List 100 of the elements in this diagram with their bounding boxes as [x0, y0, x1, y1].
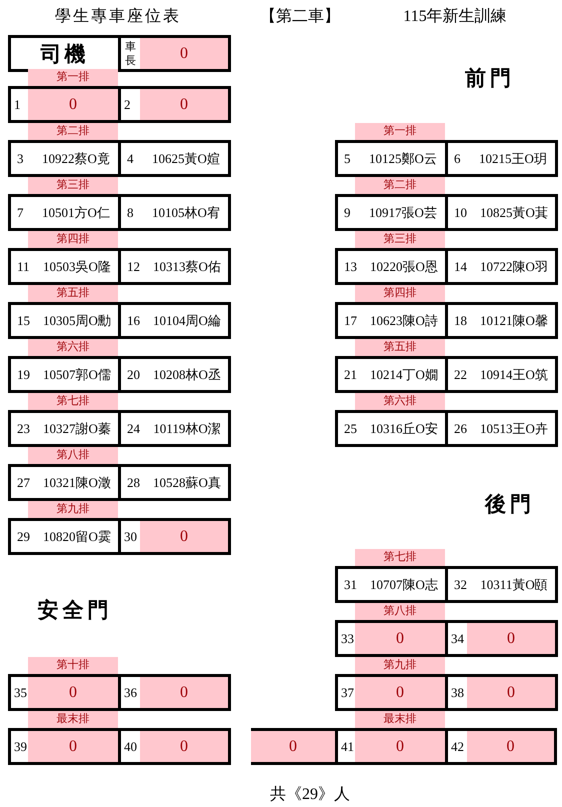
student-name: 10501方O仁: [41, 204, 111, 222]
seat-box: [445, 410, 558, 447]
row-label: 第四排: [28, 231, 118, 248]
seat-value: 0: [140, 89, 228, 120]
seat-number: 13: [344, 258, 357, 276]
seat-box: [8, 728, 121, 765]
seat-box: [8, 410, 121, 447]
seat-number: 38: [451, 684, 464, 702]
row-label: 第六排: [28, 339, 118, 356]
seat-number: 22: [454, 366, 467, 384]
student-name: 10922蔡O竟: [41, 150, 111, 168]
seat-box: [8, 140, 121, 177]
student-name: 10825黃O萁: [479, 204, 549, 222]
seat-box: [445, 674, 558, 711]
seat-value: 0: [467, 731, 554, 762]
student-name: 10105林O宥: [151, 204, 221, 222]
student-name: 10528蘇O真: [152, 474, 222, 492]
seat-box: [8, 674, 121, 711]
seat-box: [8, 464, 121, 501]
student-name: 10104周O綸: [152, 312, 222, 330]
seat-number: 29: [17, 528, 30, 546]
seat-box: [118, 674, 231, 711]
seat-box: [8, 356, 121, 393]
student-name: 10327謝O蓁: [42, 420, 112, 438]
seat-box: [335, 620, 448, 657]
row-label: 第二排: [28, 123, 118, 140]
seat-number: 42: [451, 738, 464, 756]
seat-number: 34: [451, 630, 464, 648]
seat-box: [8, 248, 121, 285]
heading-text: 共《29》人: [270, 784, 350, 805]
seat-number: 18: [454, 312, 467, 330]
seat-box: [335, 194, 448, 231]
student-name: 10503吳O隆: [42, 258, 112, 276]
student-name: 10707陳O志: [369, 576, 439, 594]
student-name: 10305周O勳: [42, 312, 112, 330]
leader-seat-box: [118, 35, 231, 72]
seat-number: 30: [124, 528, 137, 546]
student-name: 10623陳O詩: [369, 312, 439, 330]
seat-box: [445, 302, 558, 339]
student-name: 10820留O霙: [42, 528, 112, 546]
seat-number: 4: [127, 150, 134, 168]
heading-text: 115年新生訓練: [403, 6, 507, 27]
seat-value: 0: [140, 731, 228, 762]
seat-number: 9: [344, 204, 350, 222]
seat-box: [445, 356, 558, 393]
seat-box: [445, 620, 558, 657]
student-name: 10914王O筑: [479, 366, 549, 384]
row-label: 第九排: [355, 657, 445, 674]
seat-value: 0: [140, 38, 228, 69]
student-name: 10214丁O嫺: [369, 366, 439, 384]
row-label: 第七排: [355, 549, 445, 566]
seat-box: [8, 518, 121, 555]
seat-value: 0: [355, 731, 445, 762]
student-name: 10625黃O媗: [151, 150, 221, 168]
row-label: 第四排: [355, 285, 445, 302]
student-name: 10215王O玥: [478, 150, 548, 168]
seat-value: 0: [28, 677, 118, 708]
seat-box: [445, 566, 558, 603]
seat-number: 16: [127, 312, 140, 330]
seat-box: [335, 728, 448, 765]
seat-number: 7: [17, 204, 24, 222]
student-name: 10917張O芸: [368, 204, 438, 222]
seat-number: 33: [341, 630, 354, 648]
seat-title: 車長: [125, 40, 137, 68]
seat-number: 11: [17, 258, 30, 276]
student-name: 10220張O恩: [369, 258, 439, 276]
row-label: 第一排: [28, 69, 118, 86]
row-label: 第六排: [355, 393, 445, 410]
student-name: 10125鄭O云: [368, 150, 438, 168]
door-label: 前門: [465, 65, 515, 92]
seat-value: 0: [355, 623, 445, 654]
seat-box: [335, 410, 448, 447]
seat-number: 31: [344, 576, 357, 594]
seat-number: 28: [127, 474, 140, 492]
student-name: 10321陳O澂: [42, 474, 112, 492]
seat-value: 0: [467, 677, 555, 708]
seat-box: [8, 194, 121, 231]
seat-box: [118, 410, 231, 447]
seat-value: 0: [28, 89, 118, 120]
seat-box: [118, 464, 231, 501]
seat-number: 17: [344, 312, 357, 330]
door-label: 後門: [485, 491, 535, 518]
seat-box: [118, 518, 231, 555]
seat-number: 26: [454, 420, 467, 438]
title: 學生專車座位表: [55, 6, 181, 27]
seat-number: 1: [14, 96, 20, 114]
seat-number: 36: [124, 684, 137, 702]
seat-number: 23: [17, 420, 30, 438]
seat-value: 0: [140, 677, 228, 708]
seat-box: [335, 248, 448, 285]
seat-box: [445, 194, 558, 231]
seat-number: 3: [17, 150, 24, 168]
seat-number: 15: [17, 312, 30, 330]
seat-box: [335, 140, 448, 177]
row-label: 第一排: [355, 123, 445, 140]
seat-box: [8, 302, 121, 339]
student-name: 10313蔡O佑: [152, 258, 222, 276]
seat-box: [335, 356, 448, 393]
row-label: 第五排: [355, 339, 445, 356]
seat-number: 37: [341, 684, 354, 702]
